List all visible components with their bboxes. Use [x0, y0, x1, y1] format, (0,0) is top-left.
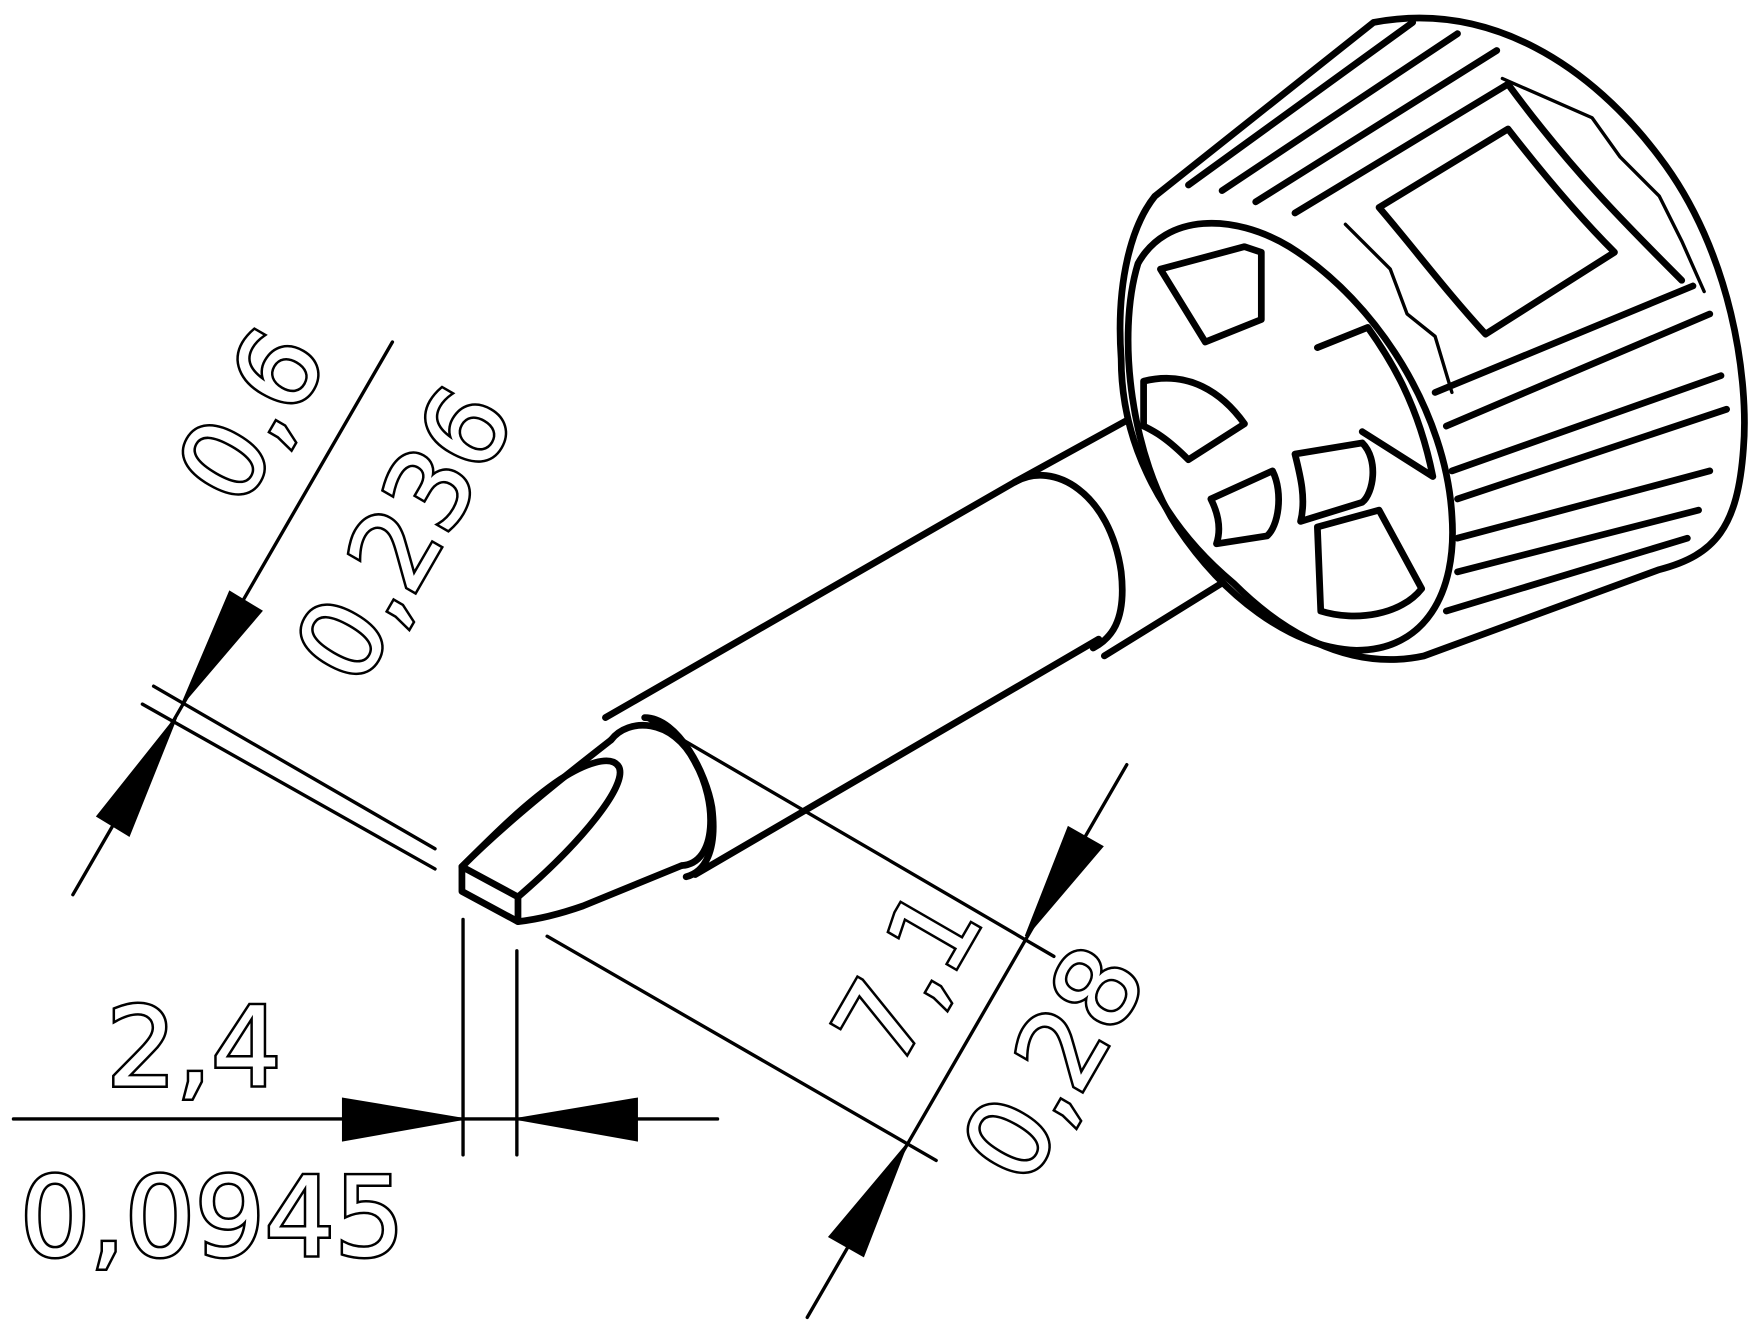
dimension-chisel-thickness: 0,6 0,236 [71, 305, 541, 897]
arrowhead [1024, 825, 1104, 937]
soldering-tip-outline [458, 417, 1226, 925]
arrowhead [341, 1097, 464, 1142]
dimension-label-imperial: 0,0945 [20, 1154, 404, 1282]
arrowhead [95, 716, 178, 837]
dimension-tip-diameter: 7,1 0,28 [545, 715, 1173, 1320]
arrowhead [827, 1145, 907, 1258]
dimension-label-metric: 2,4 [107, 983, 282, 1111]
dimension-label-metric: 0,6 [153, 308, 351, 523]
dimension-chisel-width: 2,4 0,0945 [11, 917, 720, 1284]
arrowhead [516, 1097, 638, 1142]
dimension-label-metric: 7,1 [809, 868, 1007, 1083]
knurled-nut [1116, 14, 1748, 663]
arrowhead [181, 590, 263, 704]
